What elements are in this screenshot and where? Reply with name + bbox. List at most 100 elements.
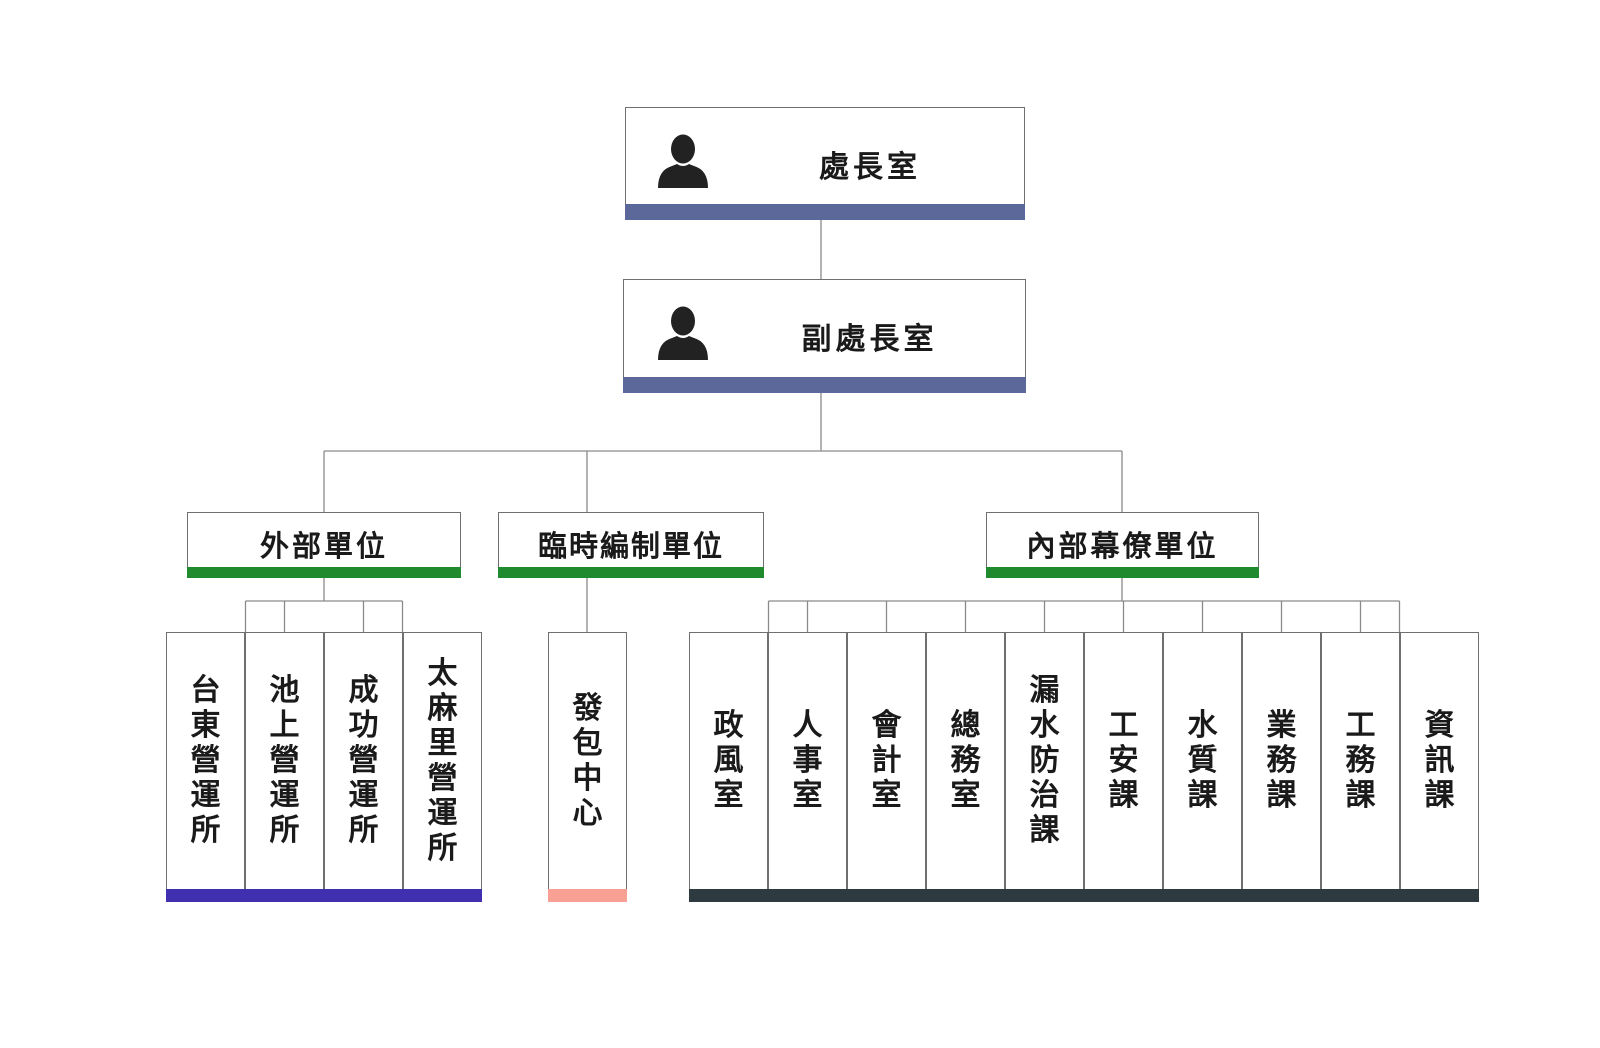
unit-label-char: 政	[713, 708, 744, 743]
unit-label-char: 質	[1187, 743, 1218, 778]
unit-label-char: 心	[572, 795, 603, 831]
internal-unit-column[interactable]: 人事室	[768, 632, 847, 902]
internal-unit-column[interactable]: 總務室	[926, 632, 1005, 902]
deputy-box[interactable]: 副處長室	[623, 279, 1026, 393]
group-external-box[interactable]: 外部單位	[187, 512, 461, 578]
temporary-unit-column[interactable]: 發包中心	[548, 632, 627, 902]
external-unit-accent-bar	[403, 889, 482, 902]
unit-label-char: 課	[1266, 778, 1297, 813]
internal-unit-column[interactable]: 工務課	[1321, 632, 1400, 902]
unit-label-char: 訊	[1424, 743, 1455, 778]
unit-label-char: 太	[427, 655, 458, 691]
unit-label-char: 運	[269, 778, 300, 813]
internal-unit-accent-bar	[1163, 889, 1242, 902]
group-internal-title: 內部幕僚單位	[1026, 529, 1219, 563]
unit-label-char: 總	[950, 708, 981, 743]
internal-unit-label: 資訊課	[1401, 641, 1478, 880]
internal-unit-label: 業務課	[1243, 641, 1320, 880]
person-icon	[658, 306, 708, 360]
internal-unit-column[interactable]: 工安課	[1084, 632, 1163, 902]
unit-label-char: 所	[190, 813, 221, 848]
unit-label-char: 課	[1424, 778, 1455, 813]
unit-label-char: 防	[1029, 743, 1060, 778]
unit-label-char: 風	[713, 743, 744, 778]
external-unit-label: 池上營運所	[246, 641, 323, 880]
internal-unit-accent-bar	[1242, 889, 1321, 902]
internal-unit-column[interactable]: 業務課	[1242, 632, 1321, 902]
unit-label-char: 水	[1029, 708, 1060, 743]
internal-unit-accent-bar	[1400, 889, 1479, 902]
unit-label-char: 安	[1108, 743, 1139, 778]
internal-unit-column[interactable]: 資訊課	[1400, 632, 1479, 902]
temporary-unit-label: 發包中心	[549, 641, 626, 880]
external-unit-label: 太麻里營運所	[404, 641, 481, 880]
director-title: 處長室	[819, 150, 921, 185]
internal-unit-label: 水質課	[1164, 641, 1241, 880]
director-box[interactable]: 處長室	[625, 107, 1025, 220]
unit-label-char: 治	[1029, 778, 1060, 813]
internal-unit-column[interactable]: 漏水防治課	[1005, 632, 1084, 902]
group-external-accent-bar	[187, 567, 461, 578]
unit-label-char: 室	[950, 778, 981, 813]
unit-label-char: 務	[950, 743, 981, 778]
group-internal-box[interactable]: 內部幕僚單位	[986, 512, 1259, 578]
unit-label-char: 室	[792, 778, 823, 813]
internal-unit-label: 會計室	[848, 641, 925, 880]
unit-label-char: 課	[1029, 813, 1060, 848]
unit-label-char: 務	[1266, 743, 1297, 778]
unit-label-char: 營	[348, 743, 379, 778]
external-unit-column[interactable]: 台東營運所	[166, 632, 245, 902]
unit-label-char: 上	[269, 708, 300, 743]
unit-label-char: 台	[190, 673, 221, 708]
group-temporary-accent-bar	[498, 567, 764, 578]
unit-label-char: 漏	[1029, 673, 1060, 708]
external-unit-accent-bar	[245, 889, 324, 902]
unit-label-char: 室	[713, 778, 744, 813]
group-temporary-title: 臨時編制單位	[537, 529, 724, 563]
director-accent-bar	[625, 204, 1025, 220]
internal-unit-column[interactable]: 政風室	[689, 632, 768, 902]
deputy-accent-bar	[623, 377, 1026, 393]
unit-label-char: 東	[190, 708, 221, 743]
unit-label-char: 運	[348, 778, 379, 813]
unit-label-char: 成	[348, 673, 379, 708]
internal-unit-column[interactable]: 水質課	[1163, 632, 1242, 902]
internal-unit-accent-bar	[1084, 889, 1163, 902]
person-icon	[658, 134, 708, 188]
temporary-unit-accent-bar	[548, 889, 627, 902]
unit-label-char: 工	[1108, 708, 1139, 743]
unit-label-char: 功	[348, 708, 379, 743]
internal-unit-accent-bar	[1005, 889, 1084, 902]
external-unit-column[interactable]: 成功營運所	[324, 632, 403, 902]
unit-label-char: 業	[1266, 708, 1297, 743]
group-temporary-box[interactable]: 臨時編制單位	[498, 512, 764, 578]
internal-unit-accent-bar	[926, 889, 1005, 902]
external-unit-accent-bar	[324, 889, 403, 902]
unit-label-char: 水	[1187, 708, 1218, 743]
unit-label-char: 資	[1424, 708, 1455, 743]
unit-label-char: 運	[427, 795, 458, 831]
internal-unit-accent-bar	[847, 889, 926, 902]
deputy-title: 副處長室	[801, 322, 938, 357]
internal-unit-label: 工務課	[1322, 641, 1399, 880]
unit-label-char: 工	[1345, 708, 1376, 743]
internal-unit-label: 漏水防治課	[1006, 641, 1083, 880]
external-unit-label: 成功營運所	[325, 641, 402, 880]
unit-label-char: 室	[871, 778, 902, 813]
internal-unit-accent-bar	[689, 889, 768, 902]
group-internal-accent-bar	[986, 567, 1259, 578]
internal-unit-label: 人事室	[769, 641, 846, 880]
external-unit-column[interactable]: 池上營運所	[245, 632, 324, 902]
internal-unit-column[interactable]: 會計室	[847, 632, 926, 902]
external-unit-column[interactable]: 太麻里營運所	[403, 632, 482, 902]
unit-label-char: 人	[792, 708, 823, 743]
group-external-title: 外部單位	[259, 529, 388, 563]
unit-label-char: 會	[871, 708, 902, 743]
unit-label-char: 營	[269, 743, 300, 778]
unit-label-char: 務	[1345, 743, 1376, 778]
unit-label-char: 所	[348, 813, 379, 848]
unit-label-char: 麻	[427, 690, 458, 726]
internal-unit-label: 政風室	[690, 641, 767, 880]
external-unit-accent-bar	[166, 889, 245, 902]
